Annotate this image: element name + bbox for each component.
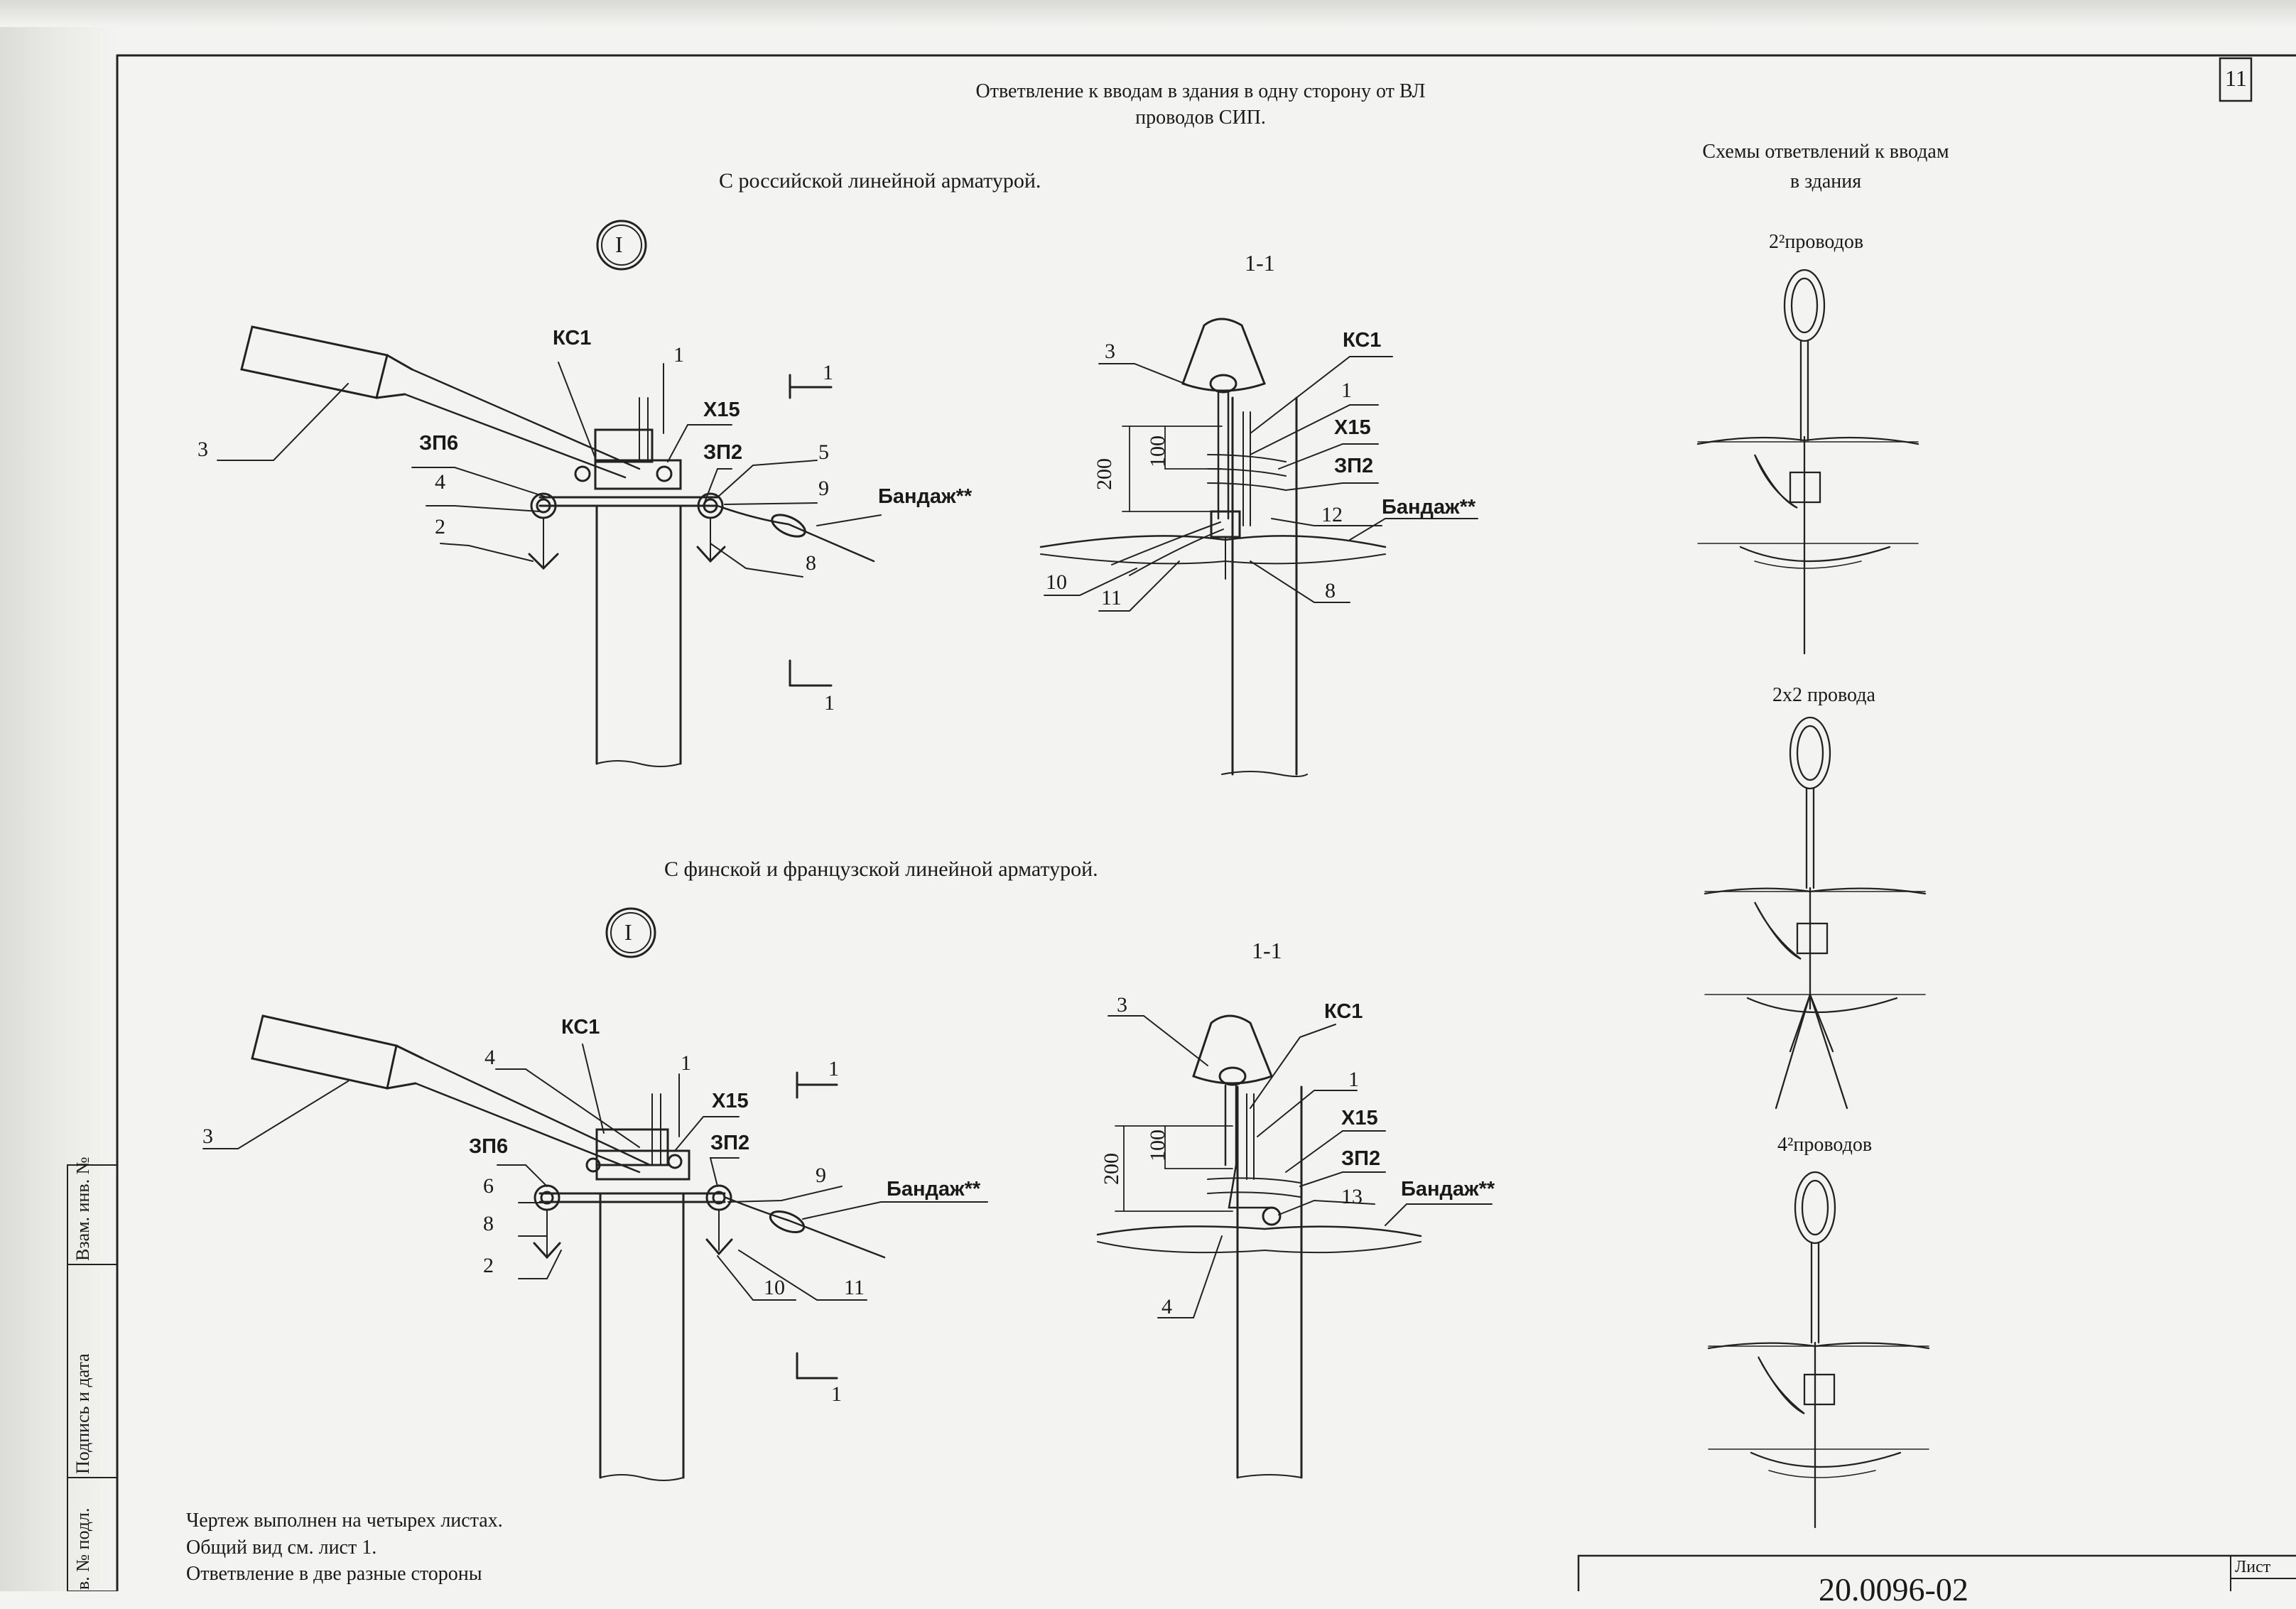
top-left-pole-view — [217, 325, 882, 767]
callout-zp6: ЗП6 — [419, 432, 459, 455]
subtitle-russian: С российской линейной арматурой. — [719, 169, 1041, 193]
callout-1: 1 — [681, 1051, 691, 1075]
side-stamp-swap: Взам. инв. № — [72, 1156, 93, 1261]
bottom-left-pole-view — [202, 1014, 988, 1481]
callout-bandage: Бандаж** — [878, 485, 973, 508]
callout-11: 11 — [844, 1276, 865, 1299]
side-stamp-original: в. № подл. — [72, 1507, 93, 1590]
scheme-label-1: 2²проводов — [1769, 231, 1864, 253]
scheme-label-3: 4²проводов — [1777, 1134, 1873, 1156]
callout-ks1: КС1 — [1324, 1000, 1363, 1023]
scan-edge — [0, 0, 117, 1591]
callout-x15: Х15 — [712, 1090, 749, 1112]
schemes-title-line-1: Схемы ответвлений к вводам — [1702, 141, 1949, 163]
scheme-label-2: 2х2 провода — [1772, 684, 1875, 706]
callout-zp2: ЗП2 — [1334, 455, 1374, 477]
dimension-100: 100 — [1146, 435, 1169, 467]
callout-1: 1 — [1341, 379, 1352, 402]
callout-10: 10 — [764, 1276, 785, 1299]
callout-8: 8 — [1325, 579, 1336, 602]
section-mark-1b: 1 — [824, 691, 835, 715]
callout-4: 4 — [1161, 1295, 1172, 1318]
note-line-1: Чертеж выполнен на четырех листах. — [186, 1510, 503, 1532]
scheme-2x2-wires — [1704, 716, 1927, 1110]
sheet-label: Лист — [2235, 1558, 2271, 1576]
callout-bandage: Бандаж** — [1382, 496, 1476, 519]
callout-13: 13 — [1341, 1185, 1363, 1208]
side-stamp-signature: Подпись и дата — [72, 1353, 93, 1474]
drawing-code: 20.0096-02 — [1819, 1571, 1969, 1608]
sheet-frame — [67, 54, 2296, 1591]
node-marker-top: I — [615, 232, 623, 257]
schemes-title-line-2: в здания — [1789, 170, 1862, 193]
callout-11: 11 — [1101, 586, 1122, 610]
top-mid-section-view — [1039, 318, 1478, 777]
callout-ks1: КС1 — [553, 327, 592, 350]
callout-2: 2 — [483, 1254, 494, 1277]
callout-6: 6 — [483, 1174, 494, 1198]
callout-9: 9 — [818, 477, 829, 500]
callout-x15: Х15 — [1334, 416, 1371, 439]
callout-3: 3 — [197, 438, 208, 461]
callout-zp6: ЗП6 — [469, 1135, 509, 1158]
dimension-200: 200 — [1093, 458, 1116, 490]
callout-8: 8 — [806, 551, 816, 575]
callout-4: 4 — [484, 1046, 495, 1069]
callout-1: 1 — [1348, 1068, 1359, 1091]
callout-x15: Х15 — [1341, 1107, 1378, 1129]
note-line-2: Общий вид см. лист 1. — [186, 1537, 377, 1559]
callout-ks1: КС1 — [1343, 329, 1382, 352]
callout-4: 4 — [435, 470, 445, 494]
callout-10: 10 — [1046, 570, 1067, 594]
title-line-1: Ответвление к вводам в здания в одну сто… — [975, 80, 1426, 102]
note-line-3: Ответвление в две разные стороны — [186, 1563, 482, 1585]
callout-x15: Х15 — [703, 399, 740, 421]
sheet-number-top: 11 — [2225, 65, 2247, 91]
callout-12: 12 — [1321, 503, 1343, 526]
callout-bandage: Бандаж** — [1401, 1178, 1495, 1201]
dimension-100: 100 — [1146, 1129, 1169, 1161]
callout-zp2: ЗП2 — [1341, 1147, 1381, 1170]
dimension-200: 200 — [1100, 1153, 1123, 1185]
section-mark-1a: 1 — [828, 1057, 839, 1080]
callout-1: 1 — [673, 343, 684, 367]
section-mark-1b: 1 — [831, 1382, 842, 1406]
scheme-2-wires — [1696, 269, 1919, 655]
callout-2: 2 — [435, 515, 445, 538]
section-label-bottom: 1-1 — [1252, 938, 1282, 963]
section-label-top: 1-1 — [1245, 250, 1275, 276]
subtitle-finnish: С финской и французской линейной арматур… — [664, 857, 1098, 881]
callout-3: 3 — [1117, 993, 1127, 1017]
node-marker-circles — [596, 220, 656, 958]
callout-5: 5 — [818, 440, 829, 464]
scheme-4-wires — [1707, 1171, 1930, 1529]
node-marker-bottom: I — [624, 919, 632, 945]
callout-8: 8 — [483, 1212, 494, 1235]
callout-3: 3 — [202, 1125, 213, 1148]
title-line-2: проводов СИП. — [1135, 107, 1266, 129]
callout-ks1: КС1 — [561, 1016, 600, 1039]
bottom-mid-section-view — [1096, 1014, 1493, 1479]
callout-zp2: ЗП2 — [710, 1132, 750, 1154]
section-mark-1a: 1 — [823, 361, 833, 384]
callout-9: 9 — [816, 1164, 826, 1187]
callout-3: 3 — [1105, 340, 1115, 363]
callout-zp2: ЗП2 — [703, 441, 743, 464]
callout-bandage: Бандаж** — [887, 1178, 981, 1201]
scan-top-edge — [0, 0, 2296, 27]
